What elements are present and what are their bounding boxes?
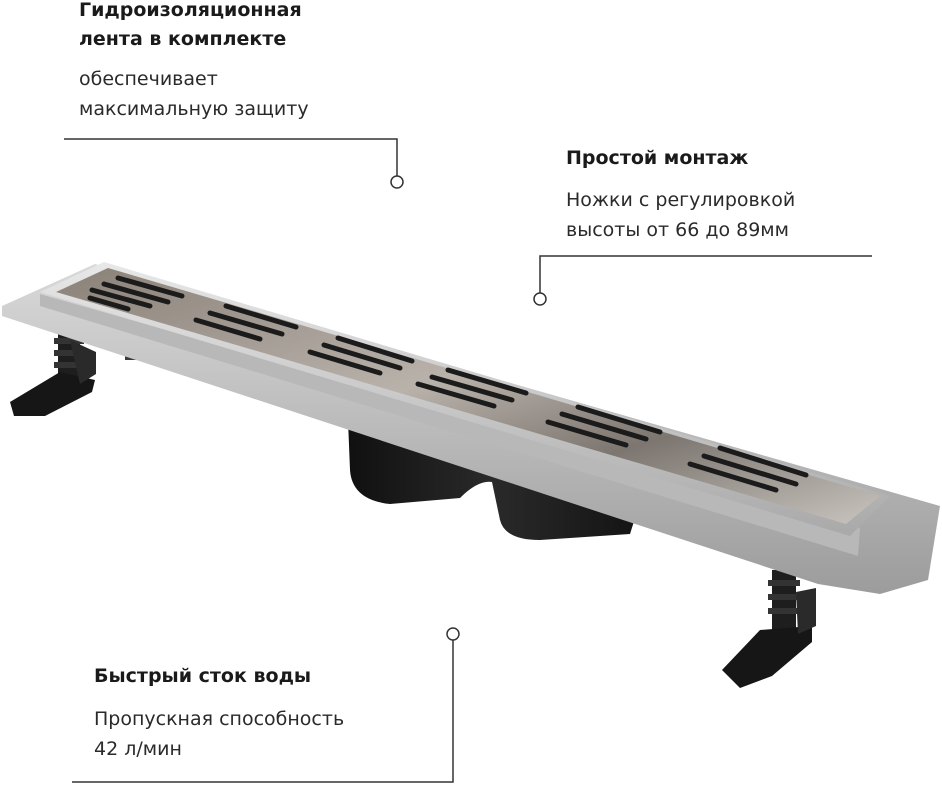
callout-drainage-text-line2: 42 л/мин [94, 738, 182, 760]
callout-installation-title: Простой монтаж [566, 147, 749, 169]
callout-installation-text-line2: высоты от 66 до 89мм [566, 219, 789, 241]
callout-waterproofing-title-line1: Гидроизоляционная [79, 0, 302, 21]
callout-installation-text-line1: Ножки с регулировкой [566, 189, 796, 211]
callout-waterproofing-text-line1: обеспечивает [79, 68, 218, 90]
right-adjustable-leg [722, 570, 816, 688]
callout-drainage-text: Пропускная способность 42 л/мин [94, 704, 344, 764]
callout-installation-text: Ножки с регулировкой высоты от 66 до 89м… [566, 185, 795, 245]
callout-waterproofing-title-line2: лента в комплекте [79, 28, 287, 50]
callout-leader-installation [533, 255, 872, 306]
callout-leader-drainage [72, 627, 460, 783]
callout-waterproofing-text: обеспечивает максимальную защиту [79, 64, 309, 124]
grate-slots [87, 275, 809, 493]
callout-leader-waterproofing [64, 138, 404, 189]
callout-waterproofing-title: Гидроизоляционная лента в комплекте [79, 0, 302, 54]
left-adjustable-leg [10, 330, 96, 416]
callout-waterproofing-text-line2: максимальную защиту [79, 98, 309, 120]
callout-drainage-text-line1: Пропускная способность [94, 708, 345, 730]
callout-drainage-title: Быстрый сток воды [94, 665, 312, 687]
channel-side [40, 294, 860, 556]
